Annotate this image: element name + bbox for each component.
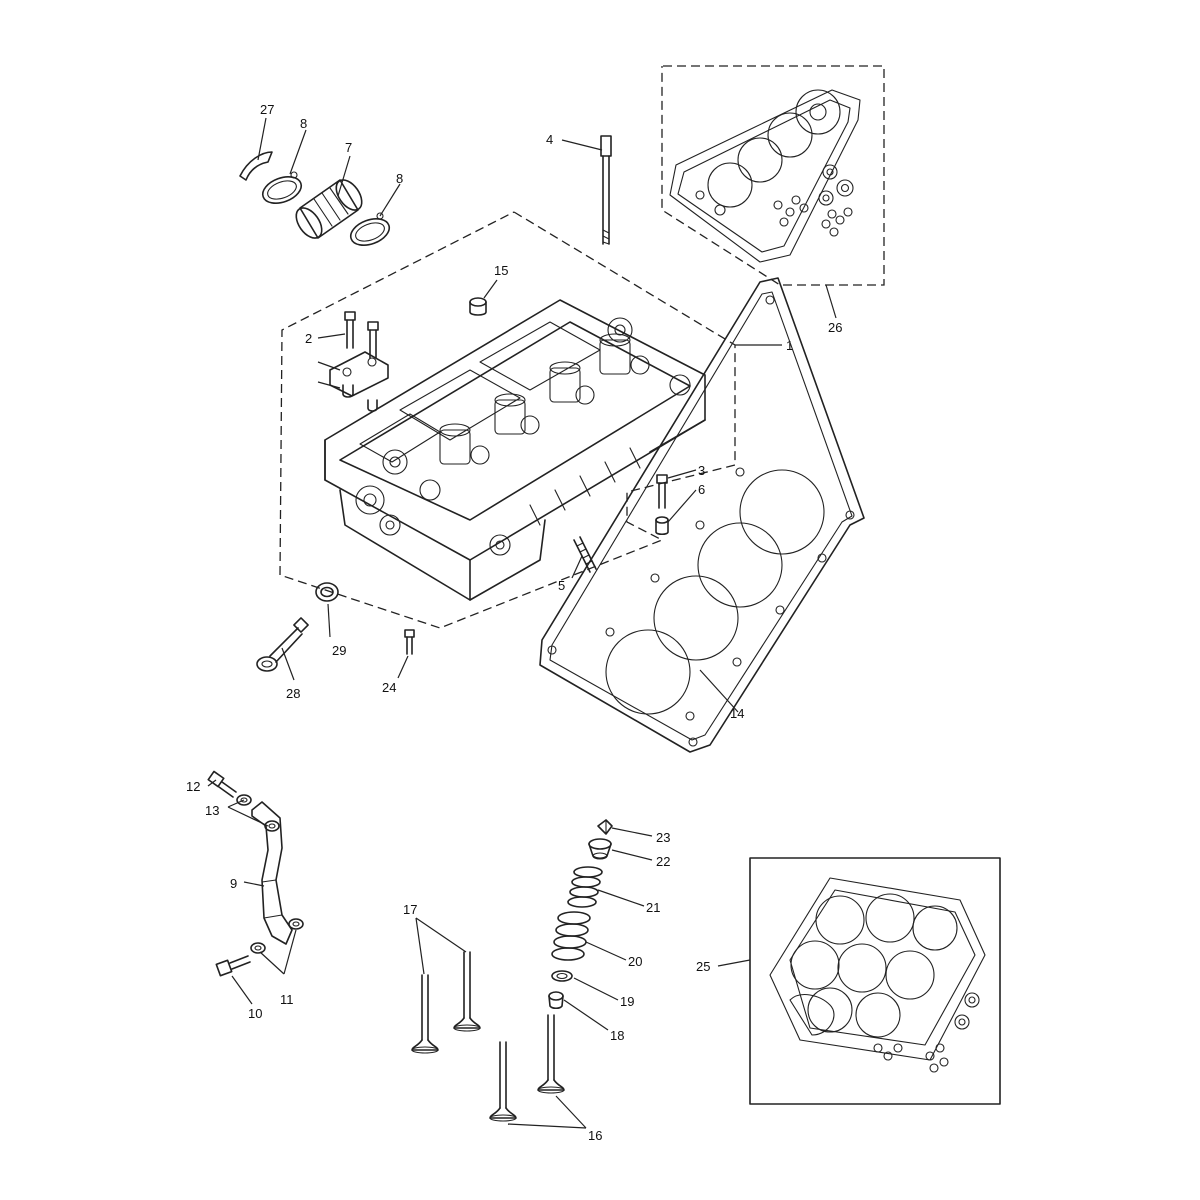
callout-9: 9 <box>230 876 237 891</box>
callout-24: 24 <box>382 680 396 695</box>
callout-17: 17 <box>403 902 417 917</box>
part-15-plug <box>469 297 487 316</box>
callout-3: 3 <box>698 463 705 478</box>
callout-8-top-right: 8 <box>396 171 403 186</box>
part-8-hose-clip-right <box>349 212 391 246</box>
part-27-half-shell <box>239 151 273 181</box>
part-10-banjo-bolt-bottom <box>215 955 251 977</box>
callout-20: 20 <box>628 954 642 969</box>
part-4-head-bolt <box>600 135 612 245</box>
callout-13: 13 <box>205 803 219 818</box>
part-9-oil-pipe <box>251 801 293 945</box>
callout-23: 23 <box>656 830 670 845</box>
part-16-valves <box>489 1014 565 1122</box>
part-14-head-gasket <box>539 277 865 753</box>
callout-10: 10 <box>248 1006 262 1021</box>
part-26-gasket-kit-box <box>661 65 885 286</box>
part-21-outer-spring <box>567 866 603 908</box>
callout-5: 5 <box>558 578 565 593</box>
part-25-kit-box <box>749 857 1001 1105</box>
callout-26: 26 <box>828 320 842 335</box>
part-7-rubber-hose <box>295 179 363 239</box>
part-12-banjo-bolt-top <box>207 770 237 798</box>
part-29-seal <box>315 582 339 602</box>
callout-8-top-left: 8 <box>300 116 307 131</box>
part-24-screw <box>404 629 415 655</box>
part-3-bolt <box>656 474 668 509</box>
part-17-valves <box>411 951 481 1054</box>
callout-11: 11 <box>280 992 294 1007</box>
callout-6: 6 <box>698 482 705 497</box>
callout-1: 1 <box>786 338 793 353</box>
part-23-collets <box>597 819 613 835</box>
part-6-dowel <box>655 516 669 536</box>
callout-4: 4 <box>546 132 553 147</box>
part-2-bolts <box>329 311 389 412</box>
part-1-group-outline <box>279 211 736 629</box>
callout-7: 7 <box>345 140 352 155</box>
callout-14: 14 <box>730 706 744 721</box>
part-19-spring-seat <box>551 970 573 982</box>
callout-18: 18 <box>610 1028 624 1043</box>
part-20-inner-spring <box>551 911 591 961</box>
callout-25: 25 <box>696 959 710 974</box>
callout-16: 16 <box>588 1128 602 1143</box>
callout-15: 15 <box>494 263 508 278</box>
callout-27: 27 <box>260 102 274 117</box>
part-8-hose-clip-left <box>261 171 303 204</box>
part-28-bolt <box>256 617 309 672</box>
part-25-gasket-set <box>769 877 986 1073</box>
part-22-retainer <box>588 838 612 860</box>
part-18-stem-seal <box>548 991 564 1010</box>
callout-29: 29 <box>332 643 346 658</box>
callout-12: 12 <box>186 779 200 794</box>
part-11-washers <box>250 918 304 954</box>
part-1-cylinder-head <box>324 299 706 601</box>
callout-2: 2 <box>305 331 312 346</box>
callout-21: 21 <box>646 900 660 915</box>
callout-22: 22 <box>656 854 670 869</box>
callout-28: 28 <box>286 686 300 701</box>
callout-19: 19 <box>620 994 634 1009</box>
